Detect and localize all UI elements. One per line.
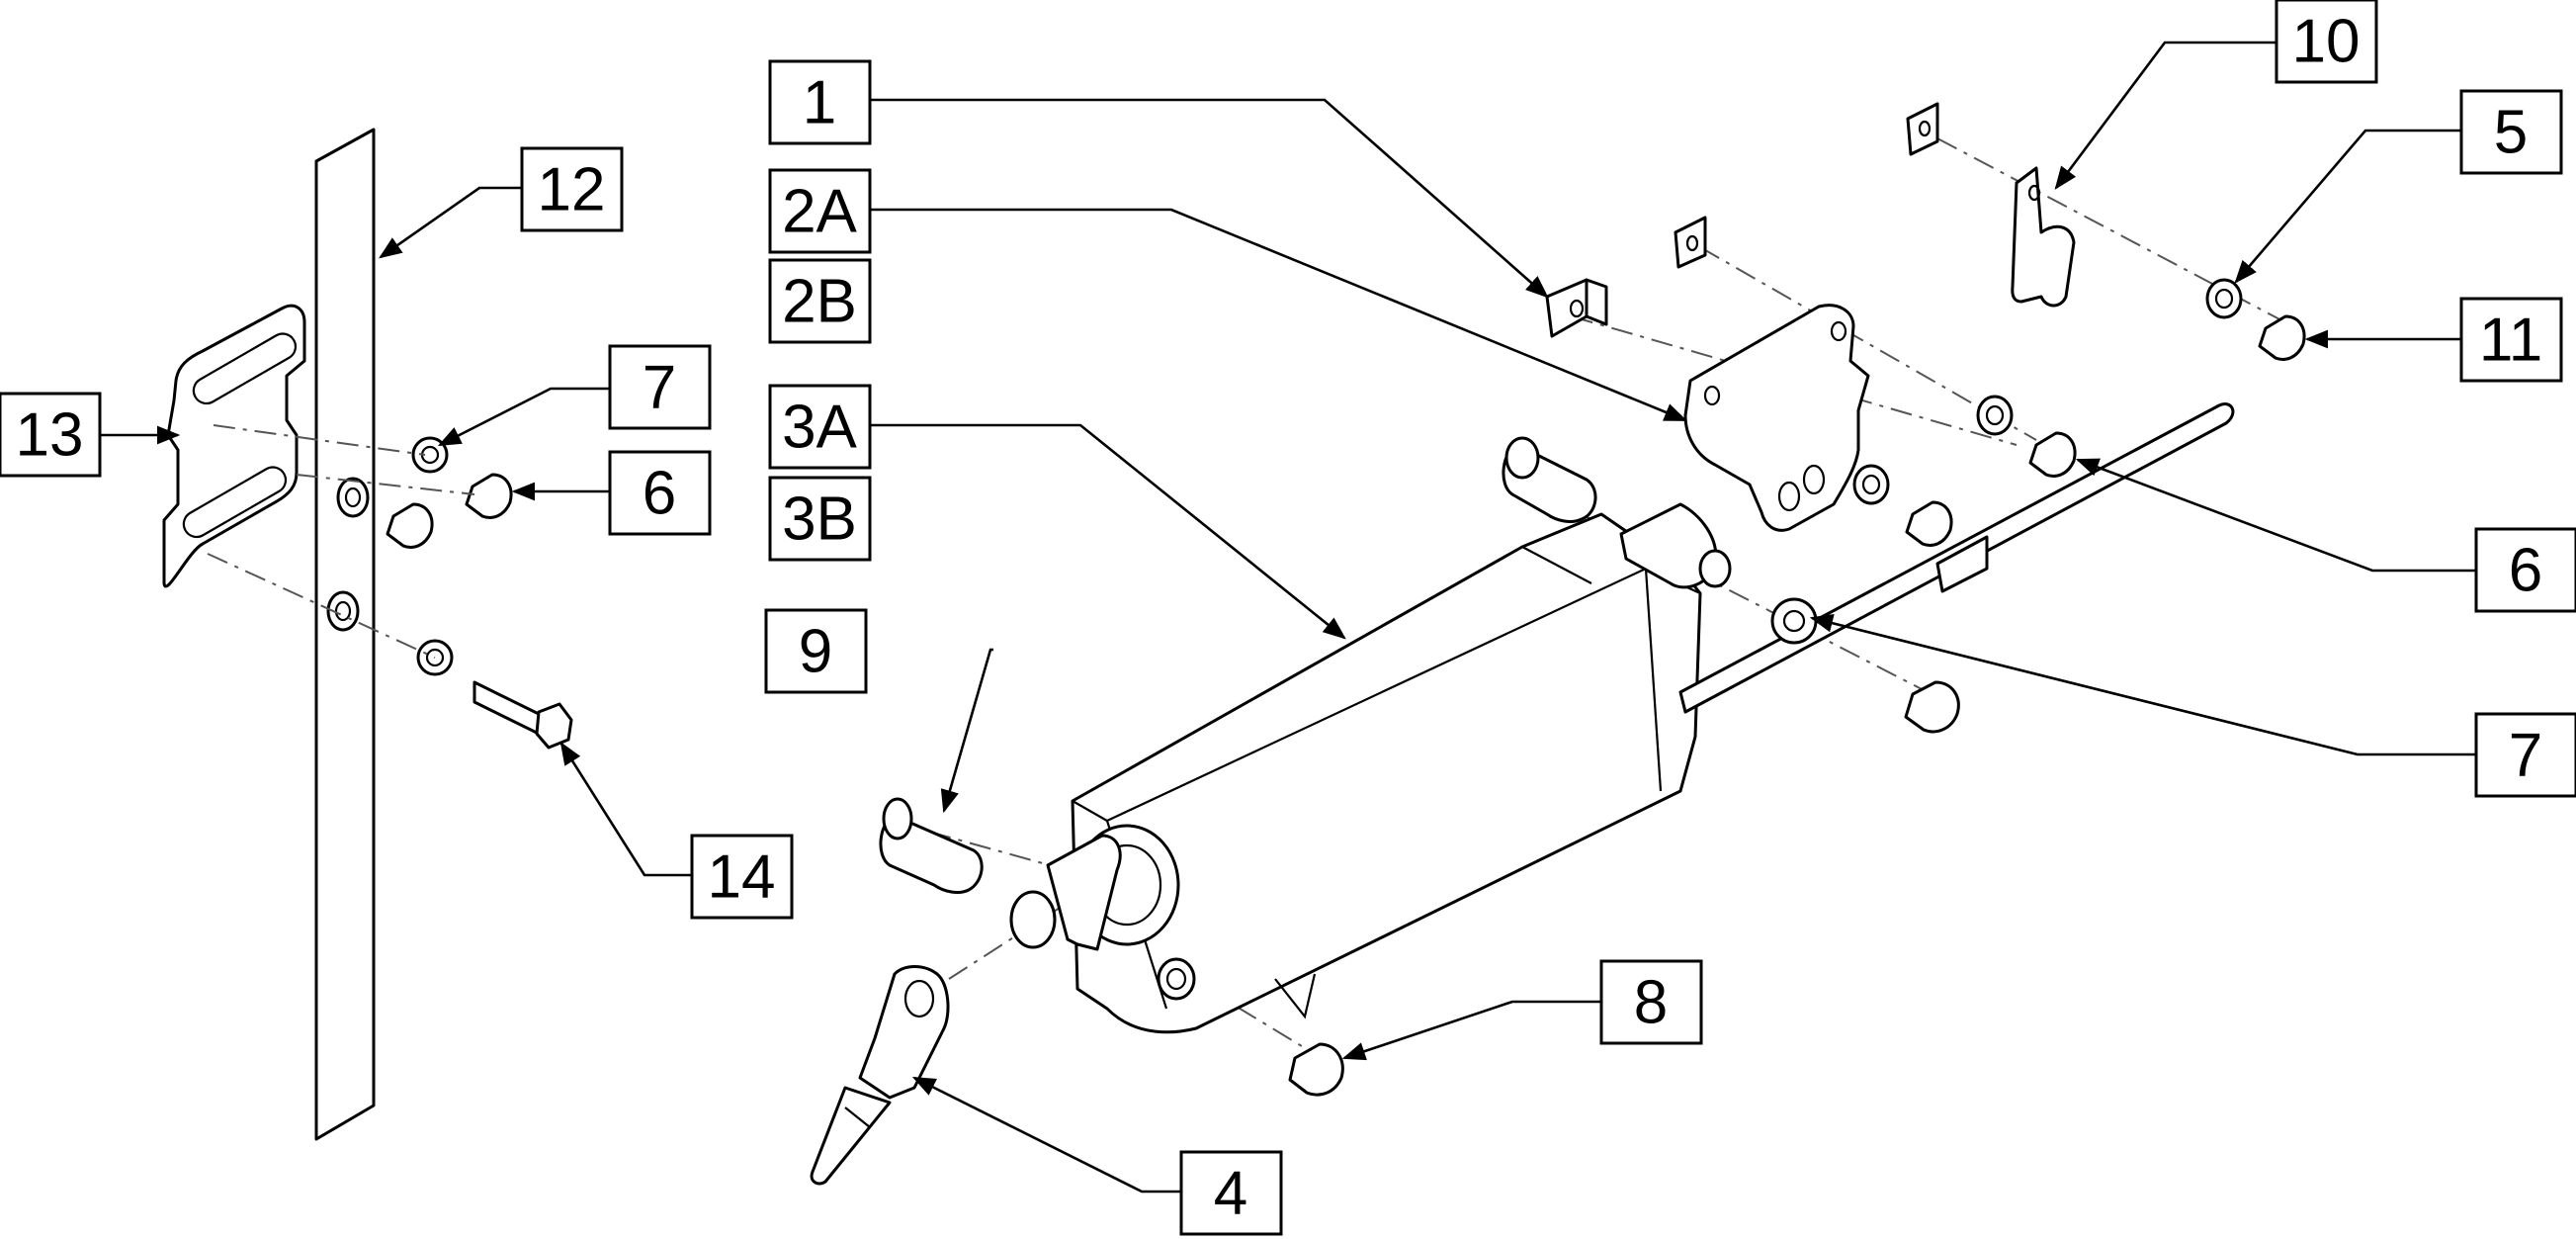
callout-6-left: 6 [608, 450, 712, 536]
leader-lines [99, 41, 2476, 1194]
callout-12-label: 12 [538, 156, 606, 224]
callout-13-label: 13 [16, 401, 84, 470]
callout-2b-label: 2B [782, 268, 857, 336]
callout-3a-label: 3A [782, 394, 857, 462]
callout-7-right: 7 [2474, 712, 2576, 798]
callout-5-label: 5 [2494, 99, 2528, 167]
callout-11-label: 11 [2479, 307, 2542, 375]
parts-artwork [162, 102, 2306, 1186]
callout-7-right-label: 7 [2509, 722, 2542, 790]
callout-4-label: 4 [1214, 1160, 1247, 1228]
callout-4: 4 [1179, 1150, 1283, 1236]
callout-8-label: 8 [1634, 969, 1668, 1037]
callout-3a: 3A [768, 384, 872, 470]
callout-3b: 3B [768, 476, 872, 562]
frame-strip-part-12 [314, 128, 376, 1141]
callout-1: 1 [768, 59, 872, 145]
rod-end-part-4 [810, 965, 950, 1186]
callout-3b-label: 3B [782, 486, 857, 554]
callout-10: 10 [2275, 0, 2378, 84]
callout-2a-label: 2A [782, 178, 857, 246]
callout-2a: 2A [768, 168, 872, 254]
cable-clamp-part-10 [2011, 166, 2076, 308]
bushing-part-9 [879, 436, 1597, 894]
callout-9-label: 9 [799, 618, 832, 686]
callout-10-label: 10 [2292, 8, 2361, 76]
right-hardware [1288, 278, 2306, 1097]
callout-14: 14 [690, 834, 794, 920]
slotted-bracket-part-13 [162, 304, 306, 588]
nut-block-part-1 [1545, 102, 1939, 338]
left-hardware [326, 436, 573, 750]
callout-2b: 2B [768, 258, 872, 344]
callout-7-left: 7 [608, 344, 712, 430]
actuator-body-part-3 [1009, 402, 2235, 1034]
callout-1-label: 1 [803, 69, 836, 137]
callout-6-right-label: 6 [2509, 537, 2542, 605]
callout-6-right: 6 [2474, 527, 2576, 613]
callout-5: 5 [2459, 89, 2563, 175]
callout-13: 13 [0, 392, 102, 478]
mount-plate-part-2 [1683, 304, 1870, 532]
callout-11: 11 [2459, 297, 2563, 383]
callout-12: 12 [520, 146, 624, 232]
callout-14-label: 14 [708, 843, 776, 912]
callout-7-left-label: 7 [643, 354, 676, 422]
callout-6-left-label: 6 [643, 460, 676, 528]
callout-9: 9 [764, 608, 868, 694]
callout-8: 8 [1599, 959, 1703, 1045]
